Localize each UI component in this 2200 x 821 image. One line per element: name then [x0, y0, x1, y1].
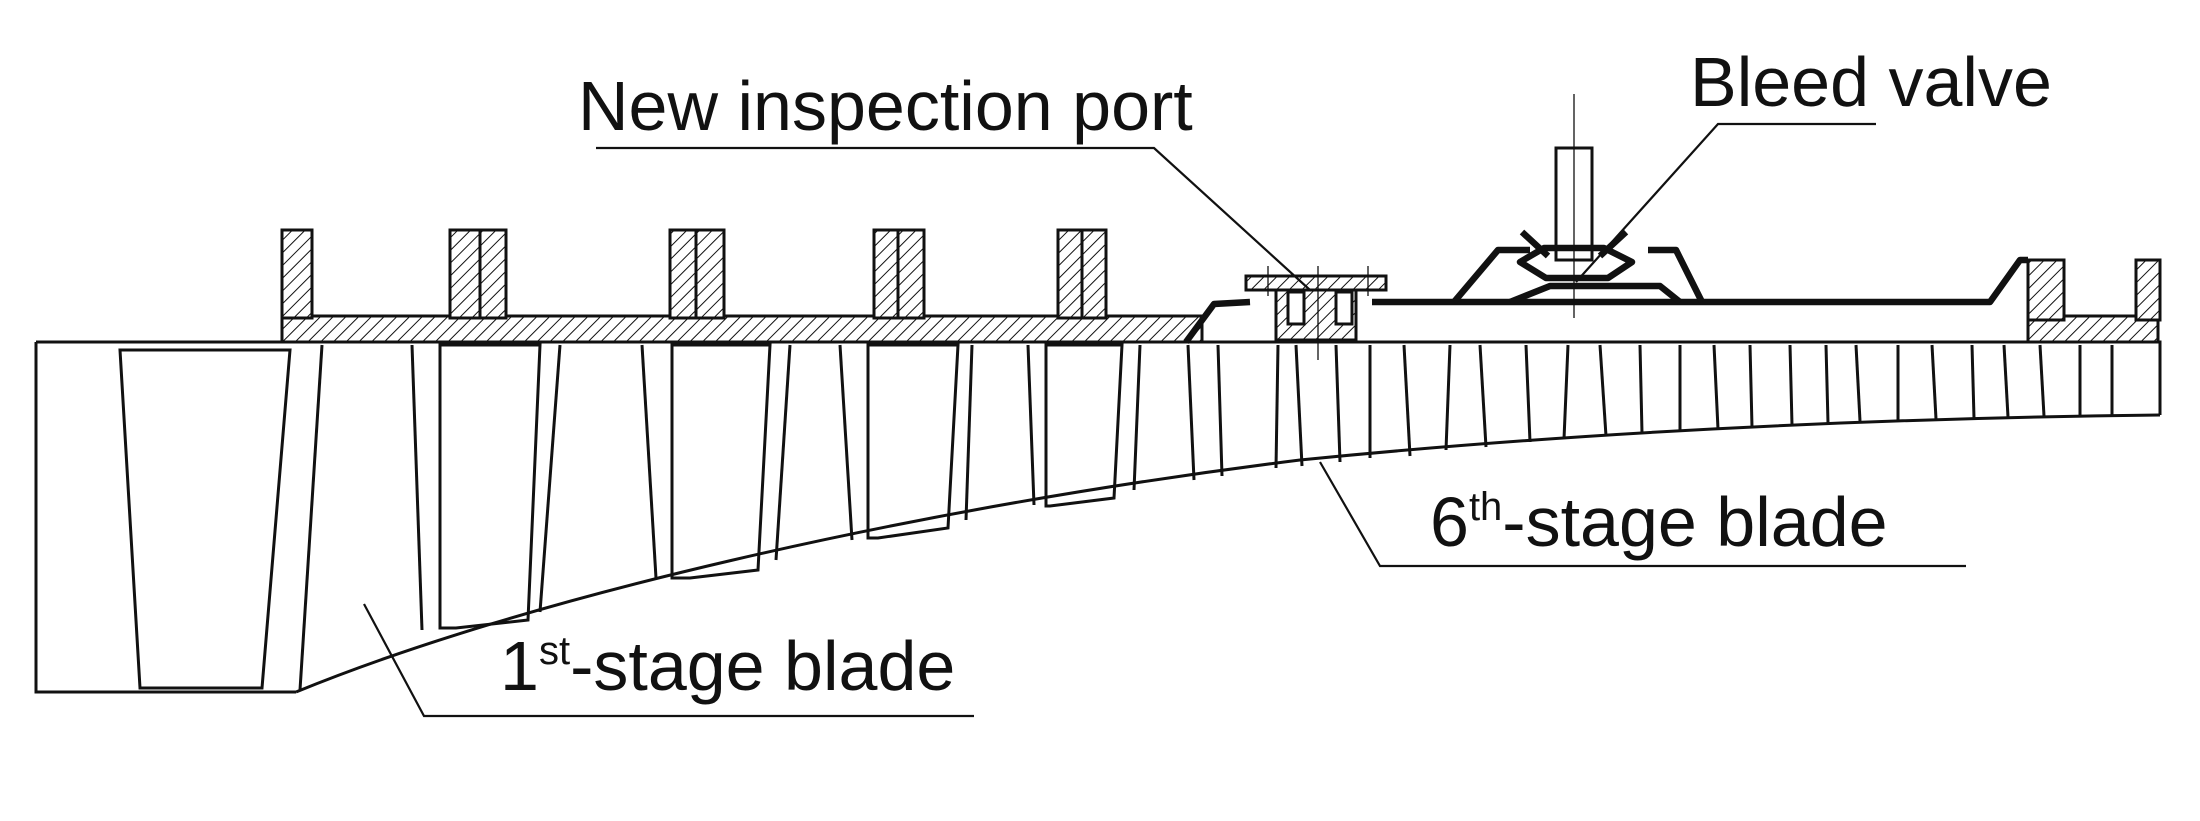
leader-lines	[363, 122, 1966, 718]
stage1-leader	[363, 603, 974, 718]
stage1-text: -stage blade	[570, 627, 955, 705]
outer-casing-line	[1183, 246, 2028, 344]
stage6-leader	[1319, 461, 1966, 568]
first-stage-blade	[118, 348, 292, 690]
bleed-valve-leader	[1575, 122, 1876, 283]
blade-row	[438, 343, 1124, 630]
bleed-valve-label: Bleed valve	[1690, 43, 2052, 121]
sixth-stage-blade-label: 6th-stage blade	[1430, 483, 1888, 561]
casing	[280, 228, 2162, 344]
inspection-port[interactable]	[1244, 266, 1388, 360]
hub-curve	[295, 413, 2161, 694]
inspection-port-label: New inspection port	[578, 67, 1193, 145]
stage6-superscript: th	[1469, 485, 1502, 529]
stage1-superscript: st	[539, 629, 570, 673]
inspection-port-leader	[596, 146, 1311, 291]
vane-lines	[298, 344, 2114, 691]
stage1-number: 1	[500, 627, 539, 705]
stage6-text: -stage blade	[1502, 483, 1887, 561]
stage6-number: 6	[1430, 483, 1469, 561]
bleed-valve[interactable]	[1516, 94, 1636, 318]
first-stage-blade-label: 1st-stage blade	[500, 627, 955, 705]
